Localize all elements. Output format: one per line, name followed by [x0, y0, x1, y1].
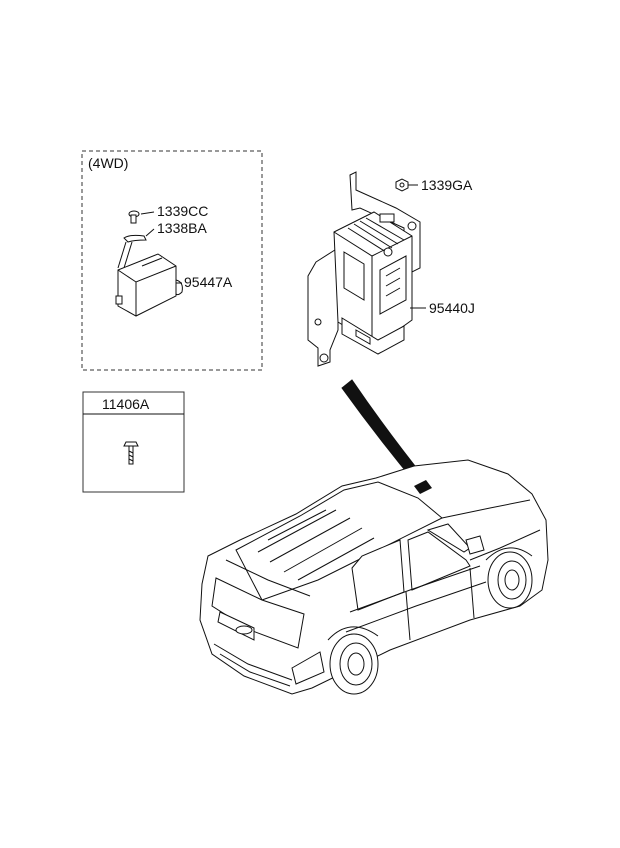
group-4wd-title: (4WD): [88, 155, 128, 171]
module-location-marker: [414, 480, 432, 494]
group-4wd-frame: [81, 150, 263, 371]
fastener-box-frame: [82, 391, 185, 493]
main-unit: 1339GA 95440J: [307, 171, 475, 367]
part-label-95447a: 95447A: [184, 274, 233, 290]
group-4wd: (4WD) 1339CC 1338BA 95447A: [81, 150, 263, 371]
part-label-1338ba: 1338BA: [157, 220, 207, 236]
bolt-icon: [128, 210, 140, 224]
part-label-1339ga: 1339GA: [421, 177, 473, 193]
screw-icon: [123, 441, 139, 465]
4wd-module-icon: [115, 253, 183, 317]
part-label-95440j: 95440J: [429, 300, 475, 316]
leader-1339cc: [140, 211, 155, 215]
vehicle-illustration: [199, 459, 549, 695]
part-label-1339cc: 1339CC: [157, 203, 208, 219]
bracket-icon: [117, 234, 147, 269]
leader-1338ba: [145, 228, 155, 237]
control-module-icon: [307, 171, 421, 367]
fastener-box: 11406A: [82, 391, 185, 493]
nut-icon: [395, 178, 409, 192]
fastener-box-title: 11406A: [102, 396, 150, 412]
